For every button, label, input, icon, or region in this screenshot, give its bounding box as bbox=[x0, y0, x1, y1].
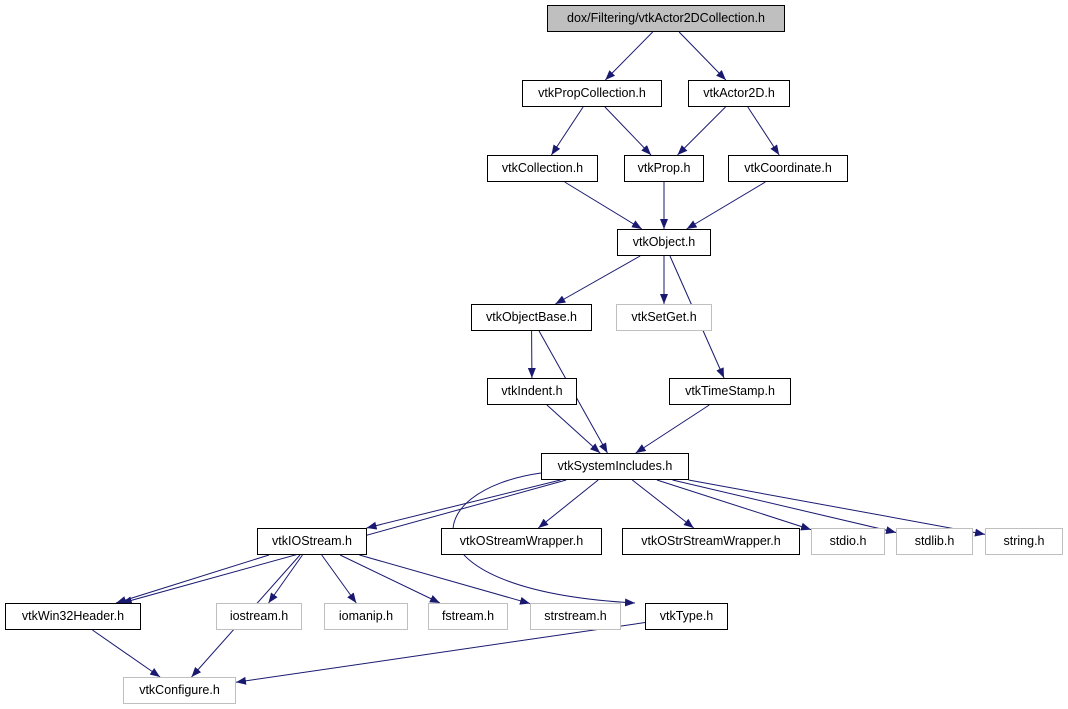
edge-sysinc-to-iostreamh bbox=[366, 479, 561, 530]
edge-sysinc-to-string bbox=[688, 479, 986, 537]
edge-win32-to-configure bbox=[92, 629, 161, 678]
node-ostrstreamwrap[interactable]: vtkOStrStreamWrapper.h bbox=[622, 528, 800, 555]
node-stdio: stdio.h bbox=[811, 528, 885, 555]
node-stdlib: stdlib.h bbox=[896, 528, 973, 555]
edge-iostreamh-to-strstream bbox=[359, 554, 531, 605]
edge-actor2d-to-coordinate bbox=[747, 106, 780, 156]
edge-root-to-actor2d bbox=[678, 31, 727, 81]
node-string: string.h bbox=[985, 528, 1063, 555]
node-iostreamh[interactable]: vtkIOStream.h bbox=[257, 528, 367, 555]
edge-sysinc-to-ostreamwrap bbox=[538, 479, 599, 529]
node-iostream: iostream.h bbox=[216, 603, 302, 630]
node-ostreamwrap[interactable]: vtkOStreamWrapper.h bbox=[441, 528, 602, 555]
node-strstream: strstream.h bbox=[530, 603, 621, 630]
edge-actor2d-to-prop bbox=[677, 106, 726, 156]
node-sysinc[interactable]: vtkSystemIncludes.h bbox=[541, 453, 689, 480]
edge-iostreamh-to-iomanip bbox=[321, 554, 357, 604]
node-root: dox/Filtering/vtkActor2DCollection.h bbox=[547, 5, 785, 32]
node-collection[interactable]: vtkCollection.h bbox=[487, 155, 598, 182]
node-propcoll[interactable]: vtkPropCollection.h bbox=[522, 80, 662, 107]
node-objectbase[interactable]: vtkObjectBase.h bbox=[471, 304, 592, 331]
edge-indent-to-sysinc bbox=[546, 404, 601, 454]
node-type[interactable]: vtkType.h bbox=[645, 603, 728, 630]
edge-collection-to-object bbox=[564, 181, 643, 230]
edge-iostreamh-to-win32 bbox=[115, 554, 270, 604]
node-object[interactable]: vtkObject.h bbox=[617, 229, 711, 256]
edge-sysinc-to-ostrstreamwrap bbox=[631, 479, 695, 529]
node-setget: vtkSetGet.h bbox=[616, 304, 712, 331]
edge-propcoll-to-collection bbox=[550, 106, 584, 156]
node-actor2d[interactable]: vtkActor2D.h bbox=[688, 80, 790, 107]
edge-propcoll-to-prop bbox=[604, 106, 652, 156]
edge-object-to-objectbase bbox=[555, 255, 641, 305]
edge-sysinc-to-stdio bbox=[656, 479, 812, 531]
edge-timestamp-to-sysinc bbox=[635, 404, 710, 454]
edge-root-to-propcoll bbox=[604, 31, 654, 81]
edge-sysinc-to-stdlib bbox=[672, 479, 897, 535]
node-coordinate[interactable]: vtkCoordinate.h bbox=[728, 155, 848, 182]
node-prop[interactable]: vtkProp.h bbox=[624, 155, 704, 182]
node-indent[interactable]: vtkIndent.h bbox=[487, 378, 577, 405]
node-fstream: fstream.h bbox=[428, 603, 508, 630]
node-configure: vtkConfigure.h bbox=[123, 677, 236, 704]
node-win32[interactable]: vtkWin32Header.h bbox=[5, 603, 141, 630]
node-timestamp[interactable]: vtkTimeStamp.h bbox=[669, 378, 791, 405]
node-iomanip: iomanip.h bbox=[324, 603, 408, 630]
edge-coordinate-to-object bbox=[686, 181, 766, 230]
edge-iostreamh-to-iostream bbox=[268, 554, 303, 604]
edge-iostreamh-to-fstream bbox=[339, 554, 441, 604]
edge-type-to-configure bbox=[235, 622, 646, 685]
